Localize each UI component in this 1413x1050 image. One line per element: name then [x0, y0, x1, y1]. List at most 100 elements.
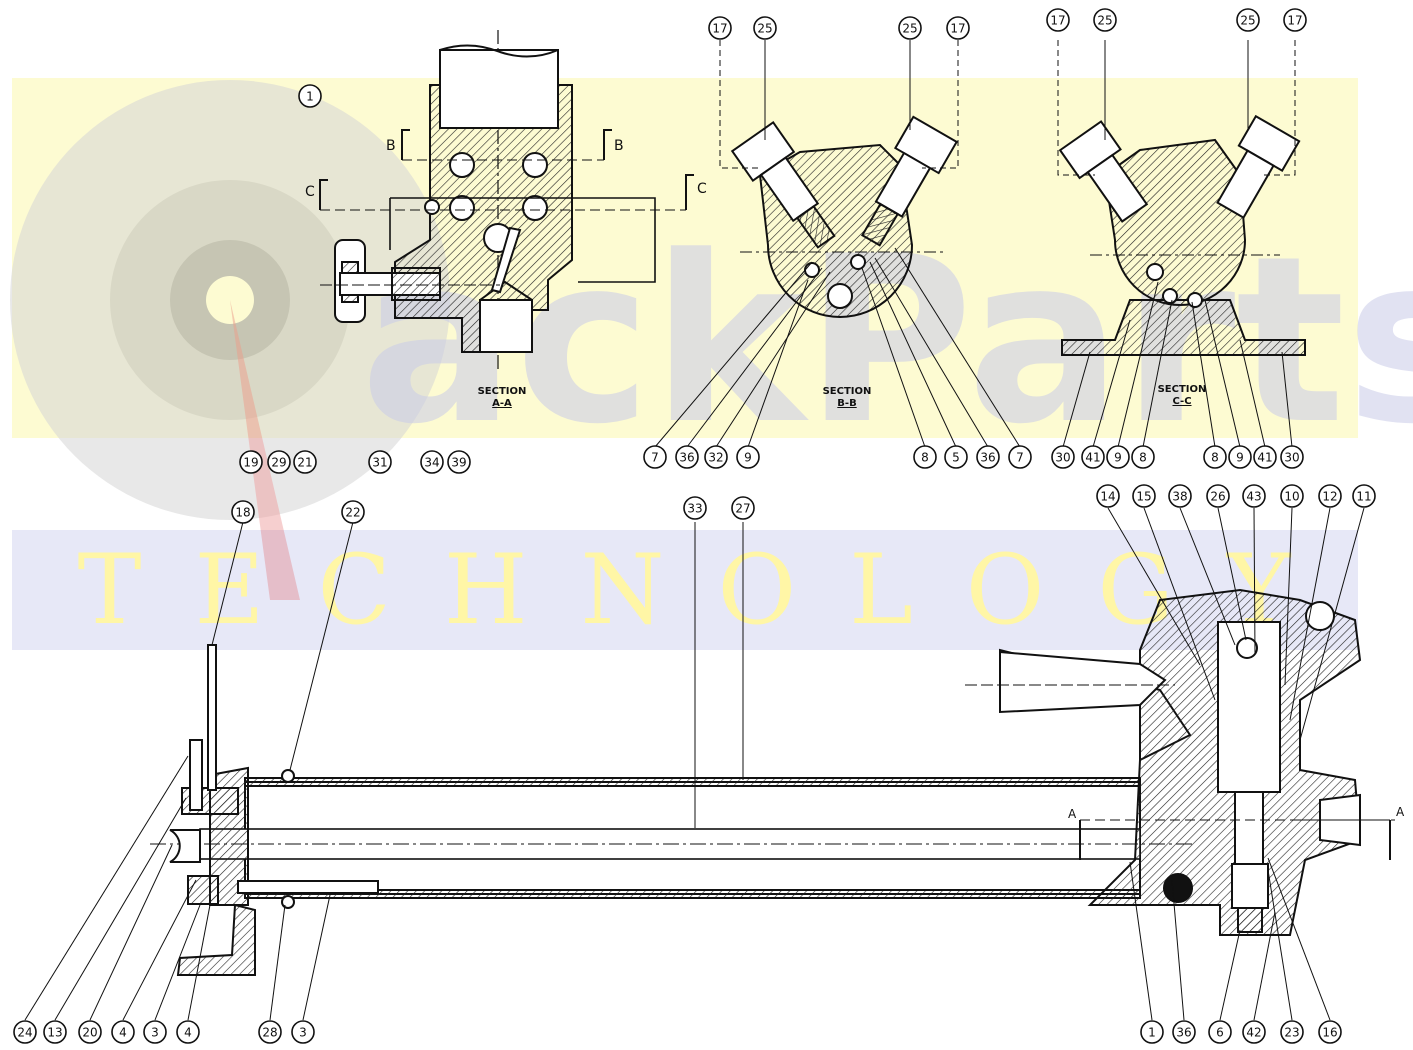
callout-bubble: 9 [1228, 445, 1252, 469]
callout-circle [1172, 1020, 1196, 1044]
callout-number: 17 [1050, 14, 1065, 28]
callout-circle [13, 1020, 37, 1044]
callout-circle [946, 16, 970, 40]
callout-bubble: 1 [1140, 1020, 1164, 1044]
callout-bubble: 23 [1280, 1020, 1304, 1044]
callout-circle [1096, 484, 1120, 508]
callout-bubble: 34 [420, 450, 444, 474]
cut-marker-b-left: B [386, 138, 396, 154]
callout-number: 39 [451, 456, 466, 470]
callout-circle [1253, 445, 1277, 469]
callout-number: 42 [1246, 1026, 1261, 1040]
watermark-technology-text: T E C H N O L O G Y [12, 530, 1358, 650]
callout-circle [736, 445, 760, 469]
callout-number: 3 [299, 1026, 307, 1040]
callout-bubble: 9 [1106, 445, 1130, 469]
section-cc-title: SECTION [1158, 384, 1207, 395]
callout-number: 36 [1176, 1026, 1191, 1040]
callout-bubble: 41 [1253, 445, 1277, 469]
watermark-letter: C [317, 534, 393, 646]
callout-number: 3 [151, 1026, 159, 1040]
callout-bubble: 36 [976, 445, 1000, 469]
callout-number: 23 [1284, 1026, 1299, 1040]
callout-bubble: 3 [143, 1020, 167, 1044]
callout-number: 10 [1284, 490, 1299, 504]
callout-number: 33 [687, 502, 702, 516]
callout-bubble: 25 [1236, 8, 1260, 32]
callout-circle [231, 500, 255, 524]
callout-circle [176, 1020, 200, 1044]
callout-number: 30 [1284, 451, 1299, 465]
callout-circle [675, 445, 699, 469]
callout-number: 38 [1172, 490, 1187, 504]
callout-bubble: 8 [1203, 445, 1227, 469]
callout-number: 4 [119, 1026, 127, 1040]
callout-bubble: 17 [1046, 8, 1070, 32]
callout-bubble: 31 [368, 450, 392, 474]
callout-number: 31 [372, 456, 387, 470]
callout-circle [898, 16, 922, 40]
callout-number: 17 [1287, 14, 1302, 28]
callout-circle [1093, 8, 1117, 32]
watermark-letter: H [443, 534, 530, 646]
callout-bubble: 22 [341, 500, 365, 524]
callout-number: 8 [1139, 451, 1147, 465]
callout-circle [111, 1020, 135, 1044]
callout-bubble: 18 [231, 500, 255, 524]
callout-circle [1352, 484, 1376, 508]
callout-circle [1168, 484, 1192, 508]
callout-bubble: 19 [239, 450, 263, 474]
callout-number: 21 [297, 456, 312, 470]
callout-number: 18 [235, 506, 250, 520]
callout-circle [1131, 445, 1155, 469]
callout-bubble: 8 [913, 445, 937, 469]
main-assembly-drawing [24, 507, 1395, 1021]
section-bb-subtitle: B-B [837, 398, 856, 409]
callout-circle [1280, 484, 1304, 508]
callout-number: 1 [306, 90, 314, 104]
callout-bubble: 28 [258, 1020, 282, 1044]
cut-marker-c-left: C [305, 184, 315, 200]
callout-circle [258, 1020, 282, 1044]
callout-bubble: 25 [898, 16, 922, 40]
callout-circle [143, 1020, 167, 1044]
callout-bubble: 3 [291, 1020, 315, 1044]
callout-number: 25 [1097, 14, 1112, 28]
callout-number: 14 [1100, 490, 1115, 504]
callout-bubble: 7 [643, 445, 667, 469]
callout-number: 16 [1322, 1026, 1337, 1040]
callout-circle [1228, 445, 1252, 469]
callout-number: 20 [82, 1026, 97, 1040]
callout-circle [43, 1020, 67, 1044]
callout-number: 8 [921, 451, 929, 465]
callout-circle [239, 450, 263, 474]
cut-marker-a-left: A [1068, 807, 1077, 821]
callout-bubble: 30 [1280, 445, 1304, 469]
section-aa-title: SECTION [478, 386, 527, 397]
watermark-disc [10, 80, 450, 600]
callout-number: 1 [1148, 1026, 1156, 1040]
callout-number: 41 [1085, 451, 1100, 465]
callout-circle [1318, 484, 1342, 508]
callout-circle [976, 445, 1000, 469]
callout-number: 22 [345, 506, 360, 520]
callout-number: 41 [1257, 451, 1272, 465]
callout-circle [1008, 445, 1032, 469]
callout-bubble: 15 [1132, 484, 1156, 508]
callout-number: 25 [1240, 14, 1255, 28]
callout-bubble: 12 [1318, 484, 1342, 508]
callout-circle [1242, 1020, 1266, 1044]
callout-number: 26 [1210, 490, 1225, 504]
callout-number: 32 [708, 451, 723, 465]
section-cc-drawing [1057, 40, 1306, 448]
callout-number: 24 [17, 1026, 32, 1040]
cut-marker-c-right: C [697, 181, 707, 197]
callout-bubble: 17 [1283, 8, 1307, 32]
section-cc-subtitle: C-C [1172, 396, 1191, 407]
callout-circle [944, 445, 968, 469]
callout-number: 8 [1211, 451, 1219, 465]
callout-bubble: 17 [946, 16, 970, 40]
callout-number: 43 [1246, 490, 1261, 504]
callout-circle [1242, 484, 1266, 508]
